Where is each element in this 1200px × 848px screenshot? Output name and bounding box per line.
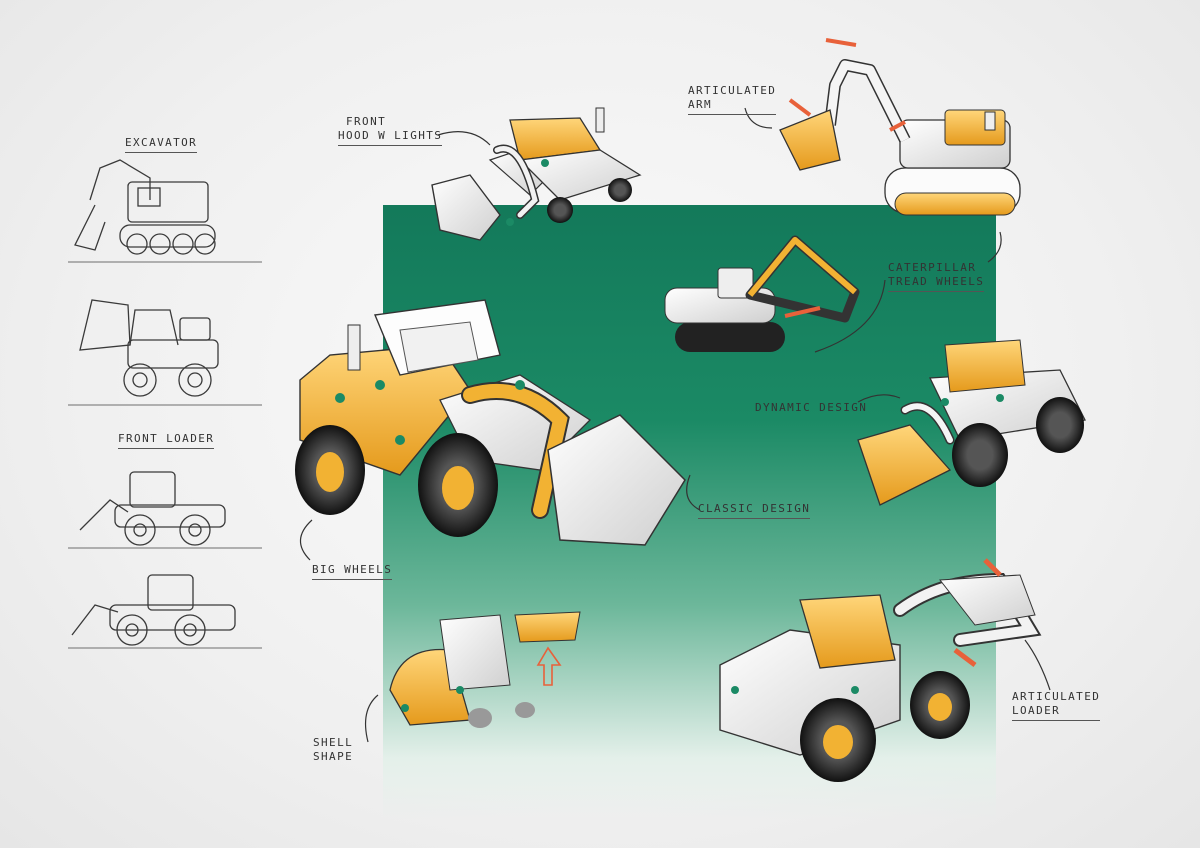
classic-loader-render [295,299,686,546]
left-wheel-loader-sketch [68,574,262,649]
label-shell-shape: Shell shape [313,736,354,763]
dynamic-loader-render [857,339,1086,506]
left-tractor-sketch [68,299,262,406]
excavator-render [779,38,1021,216]
label-dynamic-design: Dynamic design [755,401,868,414]
tracked-excavator-render [664,235,860,352]
label-caterpillar-tread-wheels: Caterpillar tread wheels [888,261,985,292]
articulated-loader-render [719,558,1042,782]
left-excavator-sketch [68,159,262,263]
label-classic-design: Classic design [698,502,811,519]
label-big-wheels: Big wheels [312,563,393,580]
shell-shape-render [389,611,581,728]
front-loader-title: Front Loader [118,432,215,449]
annotation-arrows [299,107,1051,743]
label-front-hood-lights: Front Hood w lights [338,115,443,146]
label-articulated-loader: Articulated loader [1012,690,1101,721]
excavator-title: Excavator [125,136,198,153]
left-front-loader-sketch [68,471,262,549]
hood-lights-loader-render [431,107,642,241]
label-articulated-arm: Articulated arm [688,84,777,115]
